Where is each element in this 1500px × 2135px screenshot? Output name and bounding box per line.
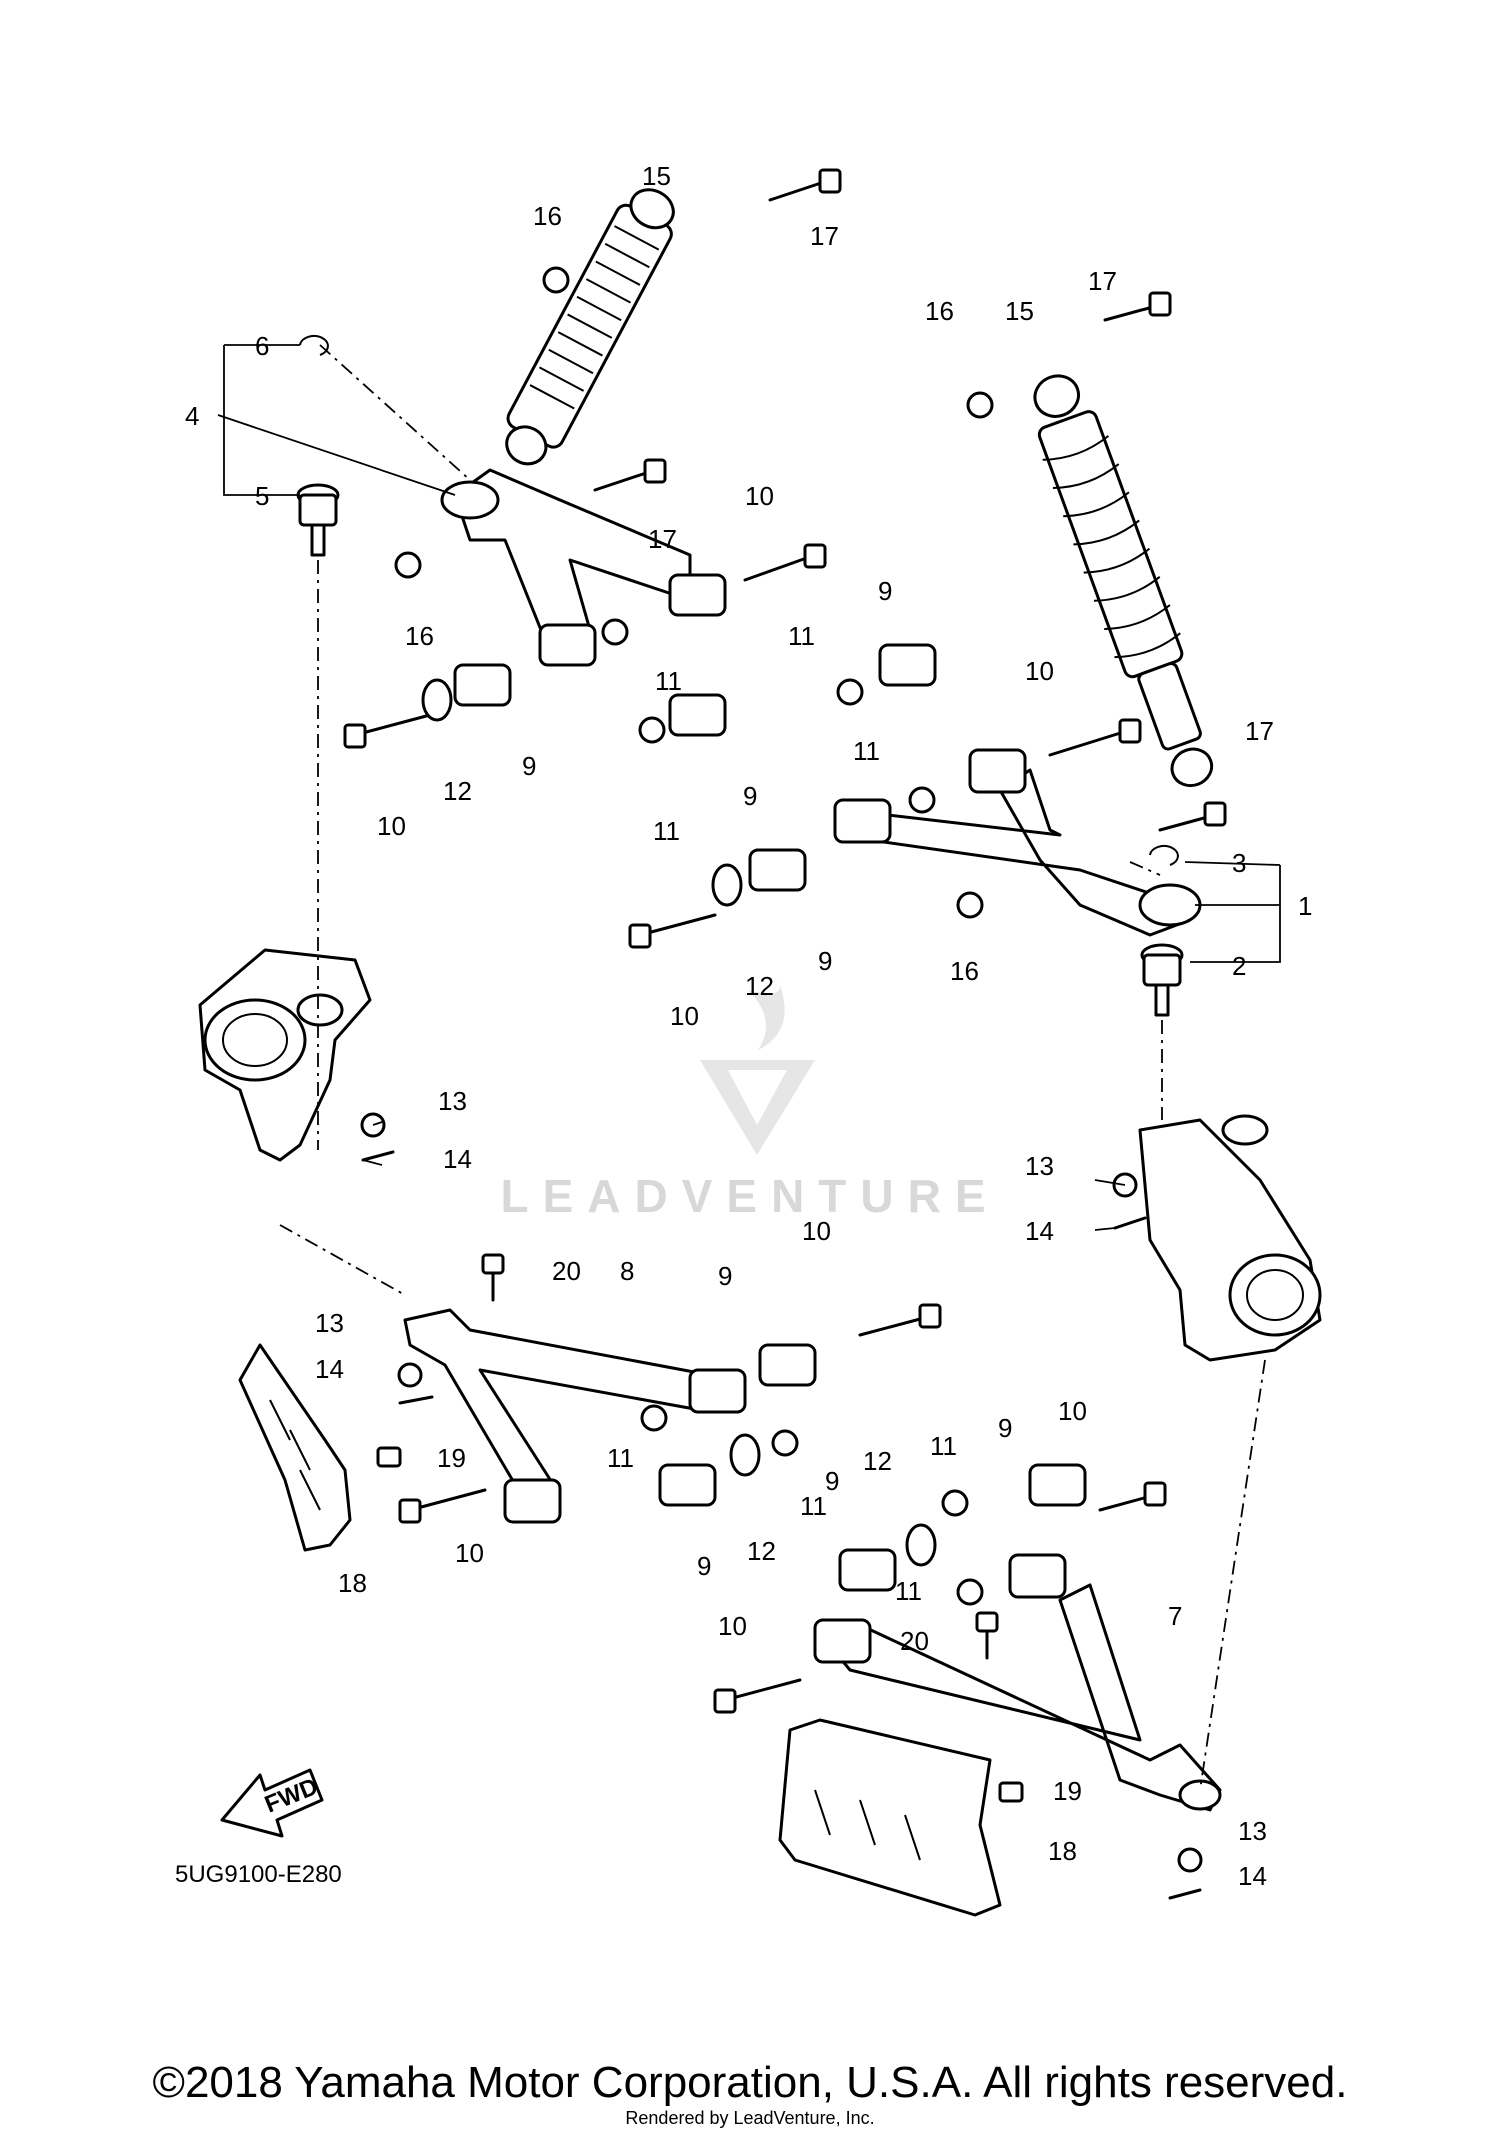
callout-3: 3 <box>1232 848 1246 878</box>
callout-18b: 18 <box>1048 1836 1077 1866</box>
callout-5: 5 <box>255 481 269 511</box>
leadventure-watermark: LEADVENTURE <box>500 980 999 1222</box>
callout-14c: 14 <box>315 1354 344 1384</box>
callout-11f: 11 <box>800 1491 827 1521</box>
callout-11g: 11 <box>930 1431 957 1461</box>
lower-a-arm-right <box>813 1553 1222 1812</box>
callout-18: 18 <box>338 1568 367 1598</box>
upper-a-arm-right <box>833 748 1202 937</box>
ball-joint-right <box>1140 943 1184 1017</box>
rendered-by-notice: Rendered by LeadVenture, Inc. <box>625 2108 875 2128</box>
callout-9d: 9 <box>818 946 832 976</box>
callout-numbers: 15 16 17 6 4 5 17 16 10 11 9 12 10 11 9 … <box>185 161 1312 1891</box>
callout-11d: 11 <box>853 736 880 766</box>
callout-9h: 9 <box>998 1413 1012 1443</box>
callout-13b: 13 <box>1025 1151 1054 1181</box>
assembly-lines <box>279 344 1266 1791</box>
callout-11h: 11 <box>895 1576 922 1606</box>
leader-lines <box>217 344 1281 1231</box>
guard-bolt <box>481 1253 999 1660</box>
bolt <box>343 168 1227 1714</box>
callout-17c: 17 <box>1088 266 1117 296</box>
callout-10h: 10 <box>718 1611 747 1641</box>
callout-6: 6 <box>255 331 269 361</box>
cotter-pin <box>361 1150 1202 1900</box>
u-nut <box>376 1446 1024 1803</box>
callout-10f: 10 <box>455 1538 484 1568</box>
watermark-text: LEADVENTURE <box>500 1170 999 1222</box>
callout-10e: 10 <box>802 1216 831 1246</box>
callout-13d: 13 <box>1238 1816 1267 1846</box>
shock-absorber-upper-right <box>1033 374 1214 788</box>
callout-12d: 12 <box>863 1446 892 1476</box>
ball-joint-left <box>296 483 340 557</box>
callout-17d: 17 <box>1245 716 1274 746</box>
callout-7: 7 <box>1168 1601 1182 1631</box>
callout-17: 17 <box>810 221 839 251</box>
callout-12c: 12 <box>747 1536 776 1566</box>
circlip <box>299 335 1179 866</box>
callout-10b: 10 <box>377 811 406 841</box>
a-arm-guard-left <box>238 1343 352 1552</box>
callout-15b: 15 <box>1005 296 1034 326</box>
callout-11e: 11 <box>607 1443 634 1473</box>
callout-16d: 16 <box>950 956 979 986</box>
callout-9f: 9 <box>697 1551 711 1581</box>
callout-8: 8 <box>620 1256 634 1286</box>
callout-12: 12 <box>443 776 472 806</box>
callout-15: 15 <box>642 161 671 191</box>
nut <box>360 266 1203 1873</box>
callout-19: 19 <box>437 1443 466 1473</box>
callout-4: 4 <box>185 401 199 431</box>
callout-19b: 19 <box>1053 1776 1082 1806</box>
steering-knuckle-left <box>198 948 372 1162</box>
callout-10c: 10 <box>1025 656 1054 686</box>
callout-10: 10 <box>745 481 774 511</box>
callout-13: 13 <box>438 1086 467 1116</box>
a-arm-guard-right <box>778 1718 1002 1917</box>
callout-16b: 16 <box>405 621 434 651</box>
callout-13c: 13 <box>315 1308 344 1338</box>
bushing <box>453 643 1087 1592</box>
callout-11c: 11 <box>788 621 815 651</box>
callout-14d: 14 <box>1238 1861 1267 1891</box>
callout-20: 20 <box>552 1256 581 1286</box>
callout-2: 2 <box>1232 951 1246 981</box>
upper-a-arm-left <box>440 468 727 667</box>
callout-20b: 20 <box>900 1626 929 1656</box>
washer <box>421 678 937 1567</box>
callout-9e: 9 <box>718 1261 732 1291</box>
callout-17b: 17 <box>648 524 677 554</box>
callout-16: 16 <box>533 201 562 231</box>
callout-9c: 9 <box>878 576 892 606</box>
diagram-code: 5UG9100-E280 <box>175 1861 342 1888</box>
copyright-notice: ©2018 Yamaha Motor Corporation, U.S.A. A… <box>152 2058 1348 2107</box>
shock-absorber-upper-left <box>505 188 675 466</box>
callout-11b: 11 <box>653 816 680 846</box>
callout-9g: 9 <box>825 1466 839 1496</box>
lower-a-arm-left <box>403 1308 747 1524</box>
callout-12b: 12 <box>745 971 774 1001</box>
forward-arrow-icon: FWD <box>220 1768 324 1838</box>
callout-14b: 14 <box>1025 1216 1054 1246</box>
callout-16c: 16 <box>925 296 954 326</box>
callout-14: 14 <box>443 1144 472 1174</box>
steering-knuckle-right <box>1138 1114 1322 1362</box>
callout-9b: 9 <box>743 781 757 811</box>
callout-10d: 10 <box>670 1001 699 1031</box>
callout-11: 11 <box>655 666 682 696</box>
callout-9: 9 <box>522 751 536 781</box>
callout-10g: 10 <box>1058 1396 1087 1426</box>
callout-1: 1 <box>1298 891 1312 921</box>
